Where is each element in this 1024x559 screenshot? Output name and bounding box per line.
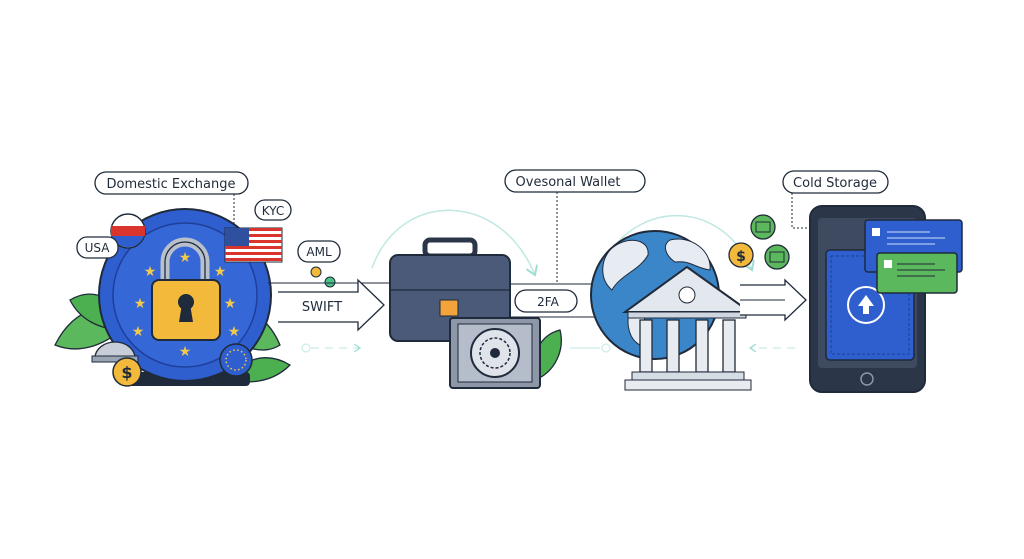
two-fa-text: 2FA	[537, 295, 559, 309]
bank-icon	[621, 265, 754, 391]
flow-arc	[371, 209, 535, 275]
padlock-icon	[151, 237, 221, 341]
kyc-text: KYC	[262, 204, 285, 218]
aml-bubble: AML	[297, 240, 341, 288]
transfer-arrow	[740, 278, 807, 348]
svg-text:★: ★	[132, 324, 145, 340]
eu-coin-icon	[219, 343, 253, 377]
svg-text:★: ★	[179, 250, 192, 266]
flag-circle-icon	[110, 213, 146, 249]
us-flag-icon	[224, 227, 283, 263]
envelope-coin-icon: $	[728, 214, 790, 270]
personal-wallet-text: Ovesonal Wallet	[516, 175, 621, 190]
svg-text:★: ★	[144, 264, 157, 280]
svg-text:★: ★	[224, 296, 237, 312]
swift-text: SWIFT	[302, 300, 342, 315]
swift-arrow: SWIFT	[268, 278, 390, 353]
domestic-exchange-label: Domestic Exchange	[94, 171, 249, 226]
usa-bubble: USA	[76, 236, 119, 259]
svg-text:★: ★	[179, 344, 192, 360]
usa-text: USA	[85, 241, 111, 255]
svg-text:★: ★	[228, 324, 241, 340]
dollar-coin-icon: $	[112, 357, 142, 387]
two-fa-connector: 2FA	[510, 283, 611, 353]
personal-wallet-label: Ovesonal Wallet	[504, 169, 646, 284]
svg-text:$: $	[121, 363, 132, 382]
cold-storage-text: Cold Storage	[793, 176, 877, 191]
svg-text:★: ★	[214, 264, 227, 280]
domestic-exchange-vault: ★ ★ ★ ★ ★ ★ ★ ★ $	[91, 208, 283, 387]
svg-text:$: $	[736, 249, 746, 265]
vault-icon	[449, 317, 541, 389]
cold-storage-label: Cold Storage	[782, 170, 889, 229]
domestic-exchange-text: Domestic Exchange	[107, 177, 236, 192]
eu-stars-icon: ★ ★ ★ ★ ★ ★ ★ ★	[132, 250, 241, 360]
card-icon	[864, 219, 963, 294]
svg-text:★: ★	[134, 296, 147, 312]
kyc-bubble: KYC	[254, 199, 292, 221]
robot-dome-icon	[91, 341, 139, 363]
aml-text: AML	[306, 245, 332, 259]
